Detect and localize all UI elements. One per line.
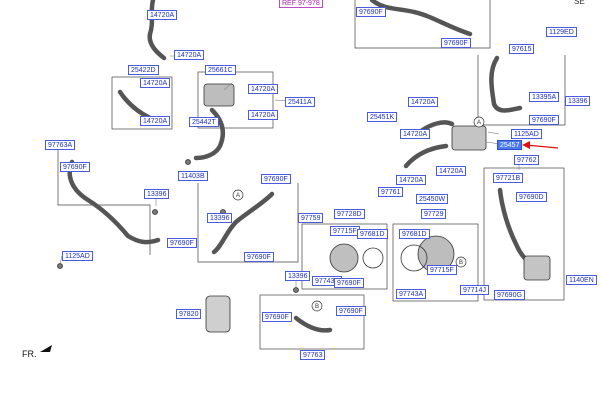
bolt-3 [293, 287, 299, 293]
label-97690f[interactable]: 97690F [356, 7, 386, 17]
label-97759[interactable]: 97759 [298, 213, 324, 223]
hose-left-small [117, 89, 153, 121]
marker-a-2: A [477, 120, 481, 126]
label-14720a[interactable]: 14720A [147, 10, 178, 20]
label-14720a[interactable]: 14720A [248, 84, 279, 94]
label-97690f[interactable]: 97690F [261, 174, 291, 184]
components [57, 83, 551, 333]
label-97690f[interactable]: 97690F [167, 238, 197, 248]
label-97690g[interactable]: 97690G [494, 290, 525, 300]
label-97762[interactable]: 97762 [514, 155, 540, 165]
ring-center-left [362, 247, 384, 269]
label-25422d[interactable]: 25422D [128, 65, 159, 75]
label-97615[interactable]: 97615 [509, 44, 535, 54]
label-97681d[interactable]: 97681D [357, 229, 388, 239]
label-14720a[interactable]: 14720A [174, 50, 205, 60]
label-25411a[interactable]: 25411A [285, 97, 315, 107]
canister-center [451, 125, 487, 151]
hose-top-right [489, 55, 523, 113]
label-97690f[interactable]: 97690F [334, 278, 364, 288]
actuator-center-left [329, 243, 359, 273]
label-1140en[interactable]: 1140EN [566, 275, 597, 285]
label-14720a[interactable]: 14720A [248, 110, 279, 120]
hose-left-big [67, 159, 161, 245]
label-25457-highlighted[interactable]: 25457 [497, 140, 523, 150]
filter-bottom [205, 295, 231, 333]
label-13396[interactable]: 13396 [565, 96, 591, 106]
bolt-1 [152, 209, 158, 215]
hose-mid-left [211, 191, 275, 255]
label-97690f[interactable]: 97690F [262, 312, 292, 322]
hose-center [403, 143, 449, 169]
frame-left-small [111, 76, 173, 130]
label-97820[interactable]: 97820 [176, 309, 202, 319]
label-13395a[interactable]: 13395A [529, 92, 560, 102]
circle-markers [232, 116, 485, 312]
label-97763[interactable]: 97763 [300, 350, 326, 360]
marker-b-2: B [315, 304, 319, 310]
label-97690d[interactable]: 97690D [516, 192, 547, 202]
frame-center-left [301, 223, 388, 290]
ref-label[interactable]: REF 97-978 [279, 0, 323, 8]
frame-right-tall [483, 167, 565, 301]
frame-top-right [477, 55, 566, 126]
label-97728d[interactable]: 97728D [334, 209, 365, 219]
label-13396[interactable]: 13396 [207, 213, 233, 223]
label-11403b[interactable]: 11403B [178, 171, 208, 181]
label-13396[interactable]: 13396 [285, 271, 311, 281]
label-97690f[interactable]: 97690F [336, 306, 366, 316]
label-14720a[interactable]: 14720A [396, 175, 427, 185]
corner-text: SE [574, 0, 585, 6]
frame-left-big [57, 148, 151, 255]
bolt-5 [185, 159, 191, 165]
hose-bottom [293, 315, 333, 333]
label-25442t[interactable]: 25442T [189, 117, 219, 127]
hose-left-mid [193, 107, 225, 161]
label-14720a[interactable]: 14720A [140, 78, 171, 88]
label-97763a[interactable]: 97763A [45, 140, 76, 150]
fr-arrow-icon [40, 345, 52, 352]
label-14720a[interactable]: 14720A [140, 116, 171, 126]
front-direction-label: FR. [22, 349, 37, 359]
label-97721b[interactable]: 97721B [493, 173, 524, 183]
ring-center-right [400, 244, 428, 272]
label-13396[interactable]: 13396 [144, 189, 170, 199]
hose-top-center [369, 0, 473, 37]
frame-center-right [392, 223, 479, 302]
label-1129ed[interactable]: 1129ED [546, 27, 577, 37]
label-97690f[interactable]: 97690F [60, 162, 90, 172]
marker-b-1: B [459, 260, 463, 266]
label-97690f[interactable]: 97690F [529, 115, 559, 125]
label-97715f[interactable]: 97715F [427, 265, 457, 275]
label-97715f[interactable]: 97715F [330, 226, 360, 236]
frame-top-center [354, 0, 491, 49]
bolt-4 [57, 263, 63, 269]
label-97743a[interactable]: 97743A [396, 289, 427, 299]
label-25450w[interactable]: 25450W [416, 194, 449, 204]
label-14720a[interactable]: 14720A [408, 97, 439, 107]
canister-right [523, 255, 551, 281]
label-25661c[interactable]: 25661C [205, 65, 236, 75]
marker-a-1: A [236, 193, 240, 199]
label-25451k[interactable]: 25451K [367, 112, 398, 122]
label-97729[interactable]: 97729 [421, 209, 447, 219]
canister-left [203, 83, 235, 107]
label-14720a[interactable]: 14720A [400, 129, 431, 139]
label-14720a[interactable]: 14720A [436, 166, 467, 176]
hose-top-left [147, 0, 167, 61]
label-1125ad[interactable]: 1125AD [62, 251, 93, 261]
label-97714j[interactable]: 97714J [460, 285, 489, 295]
highlight-arrow [522, 141, 559, 149]
label-97761[interactable]: 97761 [378, 187, 404, 197]
label-97690f[interactable]: 97690F [441, 38, 471, 48]
label-97690f[interactable]: 97690F [244, 252, 274, 262]
label-97681d[interactable]: 97681D [399, 229, 430, 239]
frame-bottom [259, 294, 365, 350]
label-1125ad[interactable]: 1125AD [511, 129, 542, 139]
